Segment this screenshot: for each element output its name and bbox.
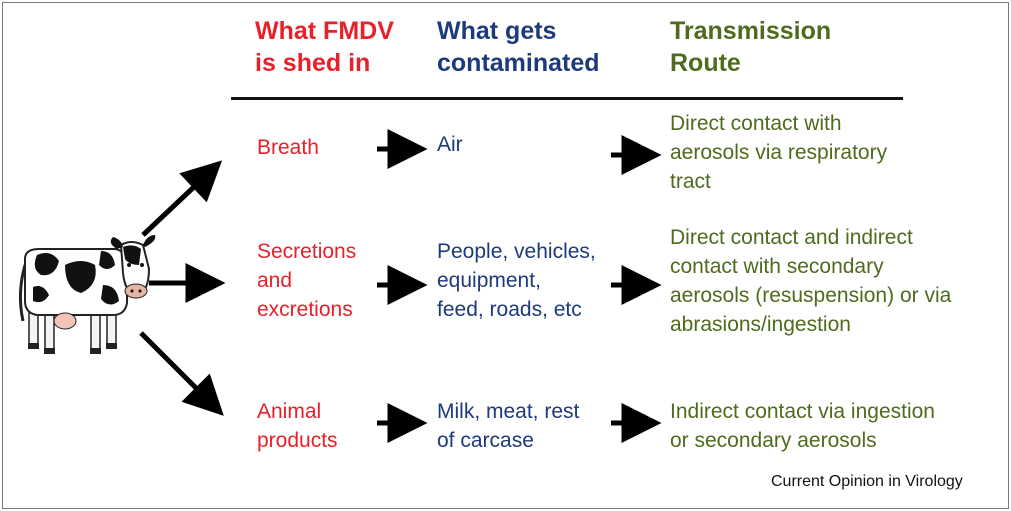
row-2-shed-line-3: excretions — [257, 298, 353, 321]
arrow-right-icon — [139, 331, 224, 416]
row-2-contaminated-line-1: People, vehicles, — [437, 240, 596, 263]
flow-arrows — [139, 129, 662, 443]
row-1-shed-line-1: Breath — [257, 136, 319, 159]
row-3-shed-line-2: products — [257, 429, 338, 452]
row-1-route-line-2: aerosols via respiratory — [670, 141, 888, 164]
diagram-graphics — [18, 129, 662, 443]
row-1-route-line-1: Direct contact with — [670, 112, 842, 135]
arrow-right-icon — [141, 160, 223, 237]
row-3-shed-line-1: Animal — [257, 400, 322, 423]
row-2-contaminated: People, vehicles, equipment, feed, roads… — [437, 237, 596, 324]
header-shed-line-2: is shed in — [255, 49, 371, 77]
header-contaminated-line-1: What gets — [437, 17, 557, 45]
row-1-contaminated: Air — [437, 130, 463, 159]
row-1-route-line-3: tract — [670, 170, 711, 193]
row-3-shed: Animal products — [257, 397, 338, 455]
row-3-route: Indirect contact via ingestion or second… — [670, 397, 935, 455]
header-route-line-2: Route — [670, 49, 741, 77]
row-2-shed: Secretions and excretions — [257, 237, 356, 324]
header-shed-line-1: What FMDV — [255, 17, 394, 45]
source-credit: Current Opinion in Virology — [771, 473, 963, 490]
row-3-route-line-2: or secondary aerosols — [670, 429, 877, 452]
header-contaminated-line-2: contaminated — [437, 49, 600, 77]
row-3-route-line-1: Indirect contact via ingestion — [670, 400, 935, 423]
row-2-contaminated-line-3: feed, roads, etc — [437, 298, 582, 321]
row-2-shed-line-1: Secretions — [257, 240, 357, 263]
cow-icon — [18, 235, 156, 354]
row-3-contaminated-line-1: Milk, meat, rest — [437, 400, 580, 423]
row-1-shed: Breath — [257, 133, 319, 162]
header-route: Transmission Route — [670, 15, 831, 79]
header-route-line-1: Transmission — [670, 17, 832, 45]
row-1-route: Direct contact with aerosols via respira… — [670, 109, 887, 196]
row-2-contaminated-line-2: equipment, — [437, 269, 541, 292]
header-shed: What FMDV is shed in — [255, 15, 394, 79]
row-2-route: Direct contact and indirect contact with… — [670, 223, 951, 339]
row-3-contaminated: Milk, meat, rest of carcase — [437, 397, 579, 455]
row-2-route-line-3: aerosols (resuspension) or via — [670, 284, 952, 307]
row-2-route-line-1: Direct contact and indirect — [670, 226, 913, 249]
row-1-contaminated-line-1: Air — [437, 133, 463, 156]
row-2-route-line-2: contact with secondary — [670, 255, 884, 278]
header-divider — [231, 97, 903, 100]
row-2-route-line-4: abrasions/ingestion — [670, 313, 851, 336]
header-contaminated: What gets contaminated — [437, 15, 600, 79]
row-2-shed-line-2: and — [257, 269, 293, 292]
row-3-contaminated-line-2: of carcase — [437, 429, 534, 452]
